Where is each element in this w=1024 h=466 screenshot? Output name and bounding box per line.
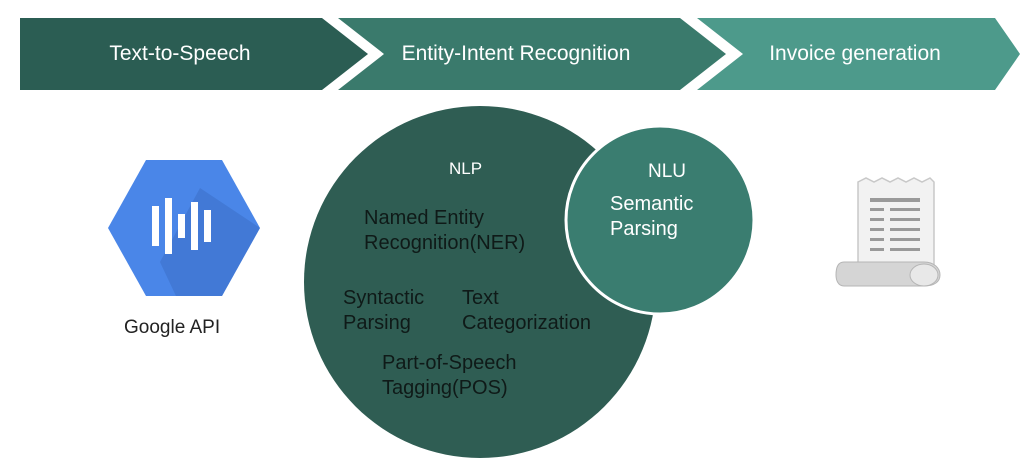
pos-tagging-label: Part-of-Speech Tagging(POS) [382, 351, 517, 401]
nlp-circle [304, 106, 656, 458]
pos-tagging-line-1: Part-of-Speech [382, 352, 517, 374]
text-categorization-label: Text Categorization [462, 286, 591, 336]
pipeline-step-text-to-speech-shape [20, 18, 368, 90]
nlu-circle [564, 124, 756, 316]
google-api-label: Google API [124, 317, 221, 338]
speech-waveform-icon [152, 198, 211, 254]
syntactic-parsing-label: Syntactic Parsing [343, 286, 424, 336]
ner-label-line-2: Recognition(NER) [364, 232, 526, 254]
semantic-parsing-line-2: Parsing [610, 218, 678, 240]
pipeline-step-invoice-generation: Invoice generation [769, 42, 941, 65]
pipeline-step-text-to-speech: Text-to-Speech [109, 42, 251, 65]
receipt-icon [835, 177, 941, 287]
syntactic-parsing-line-2: Parsing [343, 312, 411, 334]
semantic-parsing-label: Semantic Parsing [610, 192, 693, 242]
ner-label-line-1: Named Entity [364, 207, 485, 229]
syntactic-parsing-line-1: Syntactic [343, 287, 425, 309]
pipeline-step-invoice-shape [697, 18, 1020, 90]
nlu-title: NLU [648, 161, 687, 182]
pipeline-step-entity-intent-shape [338, 18, 726, 90]
pos-tagging-line-2: Tagging(POS) [382, 377, 508, 399]
semantic-parsing-line-1: Semantic [610, 193, 694, 215]
text-categorization-line-2: Categorization [462, 312, 591, 334]
pipeline-step-entity-intent-recognition: Entity-Intent Recognition [401, 42, 631, 65]
text-categorization-line-1: Text [462, 287, 499, 309]
ner-label: Named Entity Recognition(NER) [364, 206, 525, 256]
google-speech-api-icon [108, 160, 260, 296]
nlp-title: NLP [449, 159, 483, 178]
